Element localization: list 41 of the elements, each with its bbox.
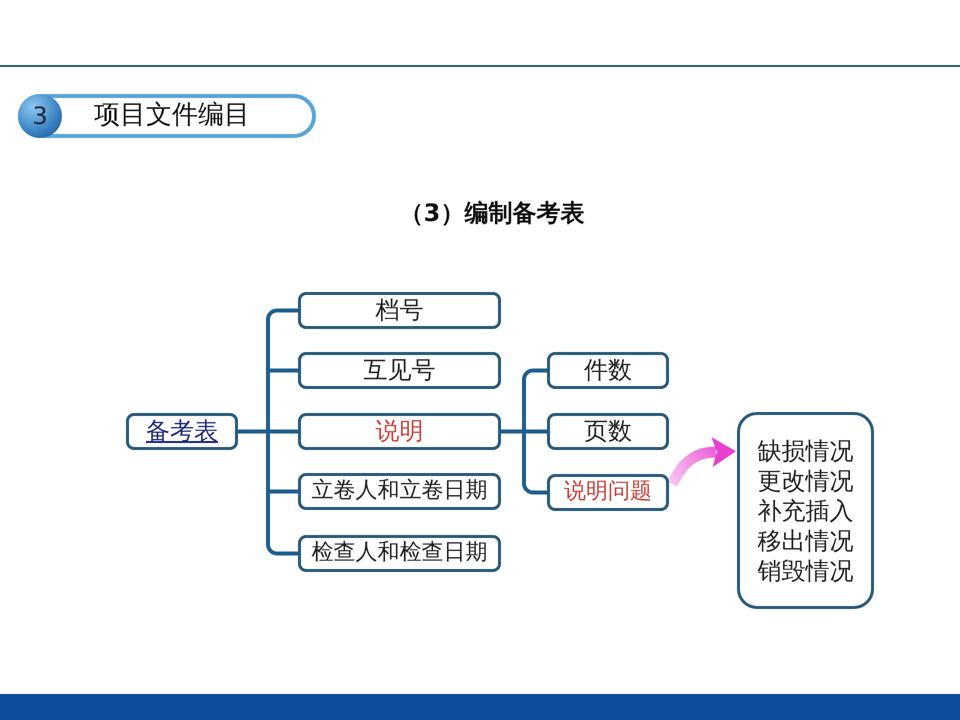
bracket-connector	[270, 490, 298, 494]
topic-box	[298, 473, 501, 510]
box-label: 备考表	[146, 417, 218, 446]
bracket-connector	[266, 434, 270, 492]
topic-box	[298, 535, 501, 572]
bracket-connector	[270, 430, 298, 434]
box-label: 页数	[584, 417, 632, 446]
topic-box	[298, 413, 501, 450]
list-box	[737, 412, 874, 609]
topic-box	[547, 352, 669, 389]
bracket-connector	[238, 430, 270, 434]
list-item-text: 缺损情况	[758, 436, 854, 466]
section-heading-bar	[18, 94, 316, 138]
diagram-title: （3）编制备考表	[398, 198, 586, 229]
box-label: 检查人和检查日期	[312, 540, 488, 567]
topic-box	[298, 292, 501, 329]
bracket-connector	[526, 430, 547, 434]
box-label: 件数	[584, 356, 632, 385]
box-label: 互见号	[364, 356, 436, 385]
box-label: 说明问题	[564, 479, 652, 506]
bracket-connector	[522, 368, 547, 430]
curved-arrow	[667, 437, 736, 487]
topic-box	[547, 413, 669, 450]
bracket-connector	[266, 370, 270, 430]
topic-box	[126, 413, 238, 450]
topic-box	[547, 474, 669, 511]
box-label: 档号	[376, 296, 424, 325]
bracket-connector	[266, 308, 298, 370]
list-item-text: 补充插入	[758, 496, 854, 526]
section-number: 3	[18, 94, 62, 138]
bracket-connector	[522, 434, 547, 494]
box-label: 立卷人和立卷日期	[312, 478, 488, 505]
bracket-connector	[501, 430, 526, 434]
bracket-connector	[266, 492, 298, 556]
list-item-text: 销毁情况	[758, 556, 854, 586]
list-item-text: 更改情况	[758, 466, 854, 496]
box-label: 说明	[376, 417, 424, 446]
heading-text: 项目文件编目	[94, 100, 250, 132]
topic-box	[298, 352, 501, 389]
bracket-connector	[270, 368, 298, 372]
list-item-text: 移出情况	[758, 526, 854, 556]
